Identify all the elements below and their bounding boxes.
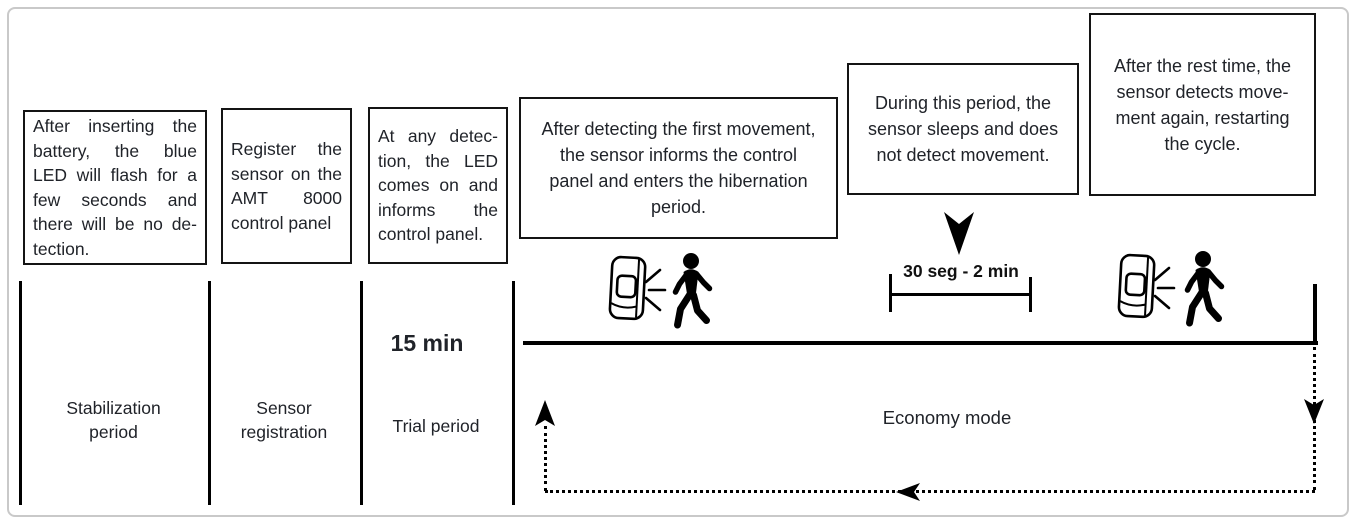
detection-rays-icon [1153,266,1176,310]
note-text-line: battery, the blue [33,140,197,161]
note-text-line: At any detec- [378,126,498,147]
note-box-sleep: During this period, the sensor sleeps an… [847,63,1079,195]
note-box-restart: After the rest time, the sensor detects … [1089,13,1316,196]
note-text-line: control panel [231,212,332,233]
motion-sensor-icon [1117,253,1156,319]
diagram-frame [7,7,1349,517]
up-arrowhead-icon [535,400,555,426]
dotted-line-bottom [545,490,1315,493]
label-hibernation-range: 30 seg - 2 min [903,261,1019,281]
bracket-left-tick [889,274,892,312]
note-text-line: informs the [378,199,498,220]
note-box-trial: At any detec-tion, the LED comes on and in… [368,107,508,264]
motion-sensor-icon [608,255,647,321]
timeline-end-tick [1313,284,1317,343]
timeline-divider-1 [19,281,22,505]
note-text-line: LED will flash for a [33,165,197,185]
detection-rays-icon [644,268,667,312]
note-text-line: Register the [231,139,342,159]
economy-timeline-line [523,341,1318,345]
bracket-line [890,293,1031,296]
note-text-line: sensor on the [231,163,342,184]
label-sensor-registration: Sensor registration [240,398,328,442]
left-arrowhead-icon [896,483,920,501]
note-text-line: After inserting the [33,116,197,136]
note-text: During this period, the sensor sleeps an… [867,93,1059,165]
note-text-line: comes on and [378,175,498,196]
timeline-divider-3 [360,281,363,505]
walking-person-icon [1184,251,1225,327]
walking-person-icon [672,253,713,329]
bracket-right-tick [1029,277,1032,312]
timeline-divider-2 [208,281,211,505]
label-trial-duration: 15 min [390,330,464,356]
note-text-line: AMT 8000 [231,188,342,208]
note-box-first-movement: After detecting the first movement, the … [519,97,838,239]
dotted-line-left [544,426,547,491]
note-text: After the rest time, the sensor detects … [1113,55,1292,154]
note-text: After detecting the first movement, the … [541,119,816,217]
note-text-line: control panel. [378,224,484,245]
down-arrowhead-icon [1304,399,1324,424]
label-economy-mode: Economy mode [882,407,1012,428]
note-text-line: tion, the LED [378,150,498,171]
note-text-line: few seconds and [33,189,197,210]
timeline-divider-4 [512,281,515,505]
down-arrowhead-icon [944,212,974,255]
note-text-line: tection. [33,238,90,259]
label-trial-period: Trial period [392,416,480,436]
label-stabilization-period: Stabilization period [66,398,161,442]
note-text-line: there will be no de- [33,214,197,234]
